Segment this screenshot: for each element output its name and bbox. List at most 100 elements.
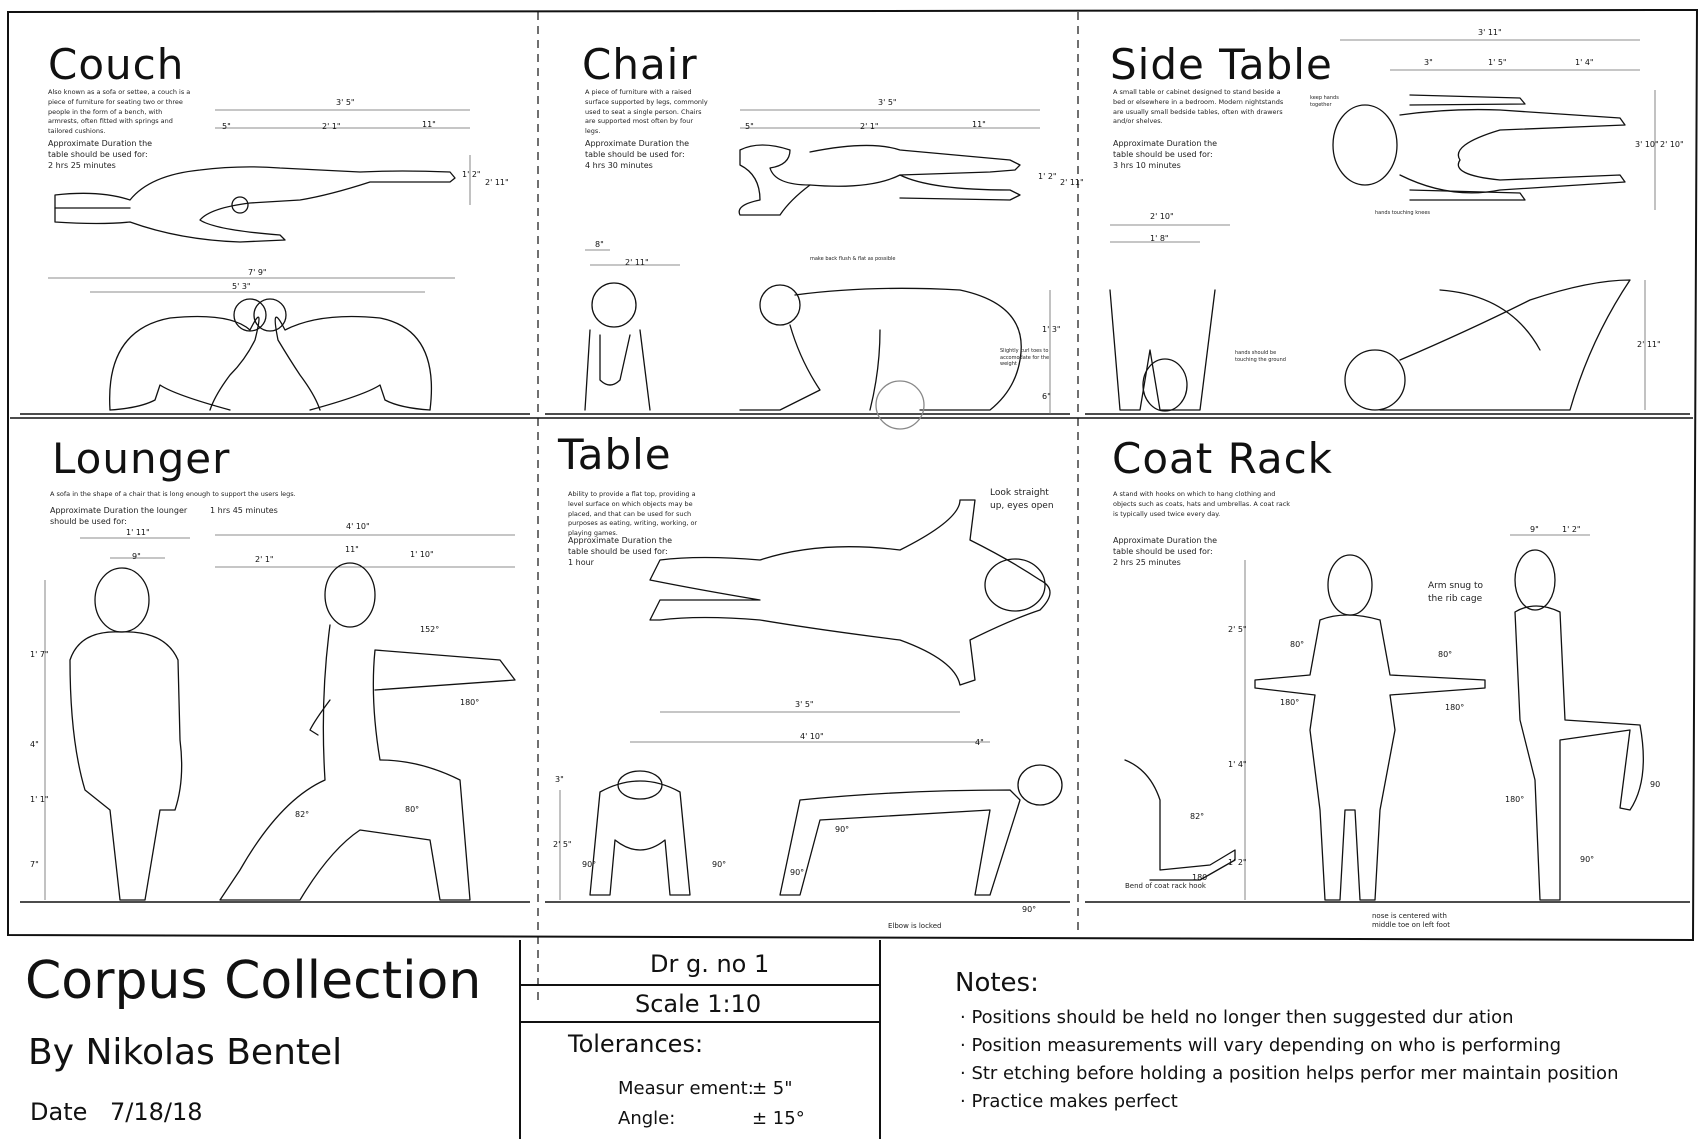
measurement-tolerance: ± 5" xyxy=(752,1078,793,1099)
angle-label: 180° xyxy=(1445,703,1465,712)
panel-title-lounger: Lounger xyxy=(52,434,231,483)
dim-label: 9" xyxy=(1530,525,1539,534)
tolerances-label: Tolerances: xyxy=(568,1030,704,1058)
dim-label: 3" xyxy=(1424,58,1433,67)
dim-label: 1' 10" xyxy=(410,550,434,559)
side-table-note: hands should be touching the ground xyxy=(1235,350,1286,363)
sheet-frame xyxy=(7,8,1699,942)
angle-label: 180° xyxy=(1280,698,1300,707)
dim-label: 2' 5" xyxy=(1228,625,1247,634)
duration-value-side-table: 3 hrs 10 minutes xyxy=(1113,161,1181,170)
chair-note: Slightly curl toes to accomodate for the… xyxy=(1000,348,1050,367)
dim-label: 1' 4" xyxy=(1575,58,1594,67)
duration-value-couch: 2 hrs 25 minutes xyxy=(48,161,116,170)
callout-coat-rack: Arm snug to the rib cage xyxy=(1428,581,1484,604)
angle-label: 90° xyxy=(1022,905,1037,914)
note-item: · Position measurements will vary depend… xyxy=(960,1035,1562,1056)
note-item: · Str etching before holding a position … xyxy=(960,1063,1619,1084)
dim-label: 2' 10" xyxy=(1660,140,1684,149)
lounger-figures xyxy=(69,562,516,901)
dim-label: 1' 4" xyxy=(1228,760,1247,769)
angle-label: 80° xyxy=(1290,640,1305,649)
duration-label-coat-rack: Approximate Duration the table should be… xyxy=(1113,536,1218,557)
angle-label: 80° xyxy=(1438,650,1453,659)
callout-table: Look straight up, eyes open xyxy=(990,488,1054,511)
dim-label: 2' 11" xyxy=(625,258,649,267)
dim-label: 3' 5" xyxy=(336,98,355,107)
angle-label: 180 xyxy=(1192,873,1208,882)
couch-plan-figure xyxy=(54,166,456,243)
dim-label: 2' 11" xyxy=(1637,340,1661,349)
angle-label: 80° xyxy=(405,805,420,814)
chair-elevation-figure xyxy=(584,282,1022,430)
dim-label: 7' 9" xyxy=(248,268,267,277)
angle-label: 90° xyxy=(835,825,850,834)
side-table-note: keep hands together xyxy=(1310,95,1339,108)
angle-label: 90° xyxy=(1580,855,1595,864)
panel-desc-lounger: A sofa in the shape of a chair that is l… xyxy=(50,490,296,498)
dim-label: 2' 11" xyxy=(1060,178,1084,187)
dim-label: 11" xyxy=(422,120,436,129)
note-item: · Practice makes perfect xyxy=(960,1091,1178,1112)
side-table-plan-figure xyxy=(1332,94,1626,201)
panel-title-couch: Couch xyxy=(48,40,185,89)
dim-label: 5" xyxy=(745,122,754,131)
dim-label: 2' 11" xyxy=(485,178,509,187)
side-table-elevation-figure xyxy=(1109,279,1631,412)
side-table-note: hands touching knees xyxy=(1375,210,1431,216)
panel-title-coat-rack: Coat Rack xyxy=(1112,434,1333,483)
dim-label: 1' 2" xyxy=(1228,858,1247,867)
chair-plan-figure xyxy=(738,144,1021,216)
dim-label: 2' 1" xyxy=(322,122,341,131)
angle-label: 90° xyxy=(790,868,805,877)
dim-label: 3' 11" xyxy=(1478,28,1502,37)
note-item: · Positions should be held no longer the… xyxy=(960,1007,1514,1028)
dim-label: 11" xyxy=(972,120,986,129)
angle-tolerance: ± 15° xyxy=(752,1108,805,1129)
couch-elevation-figure xyxy=(109,298,433,411)
dim-label: 5" xyxy=(222,122,231,131)
table-elevation-figure xyxy=(589,764,1063,896)
dim-label: 2' 1" xyxy=(255,555,274,564)
title-block-title: Corpus Collection xyxy=(25,951,482,1011)
panel-title-table: Table xyxy=(558,430,672,479)
panel-desc-coat-rack: A stand with hooks on which to hang clot… xyxy=(1113,490,1291,518)
duration-value-coat-rack: 2 hrs 25 minutes xyxy=(1113,558,1181,567)
title-block-date-value: 7/18/18 xyxy=(110,1098,203,1126)
dim-label: 7" xyxy=(30,860,39,869)
notes-heading: Notes: xyxy=(955,968,1039,998)
panel-title-chair: Chair xyxy=(582,40,698,89)
dim-label: 6" xyxy=(1042,392,1051,401)
dim-label: 5' 3" xyxy=(232,282,251,291)
chair-note: make back flush & flat as possible xyxy=(810,256,896,262)
dim-label: 1' 2" xyxy=(1562,525,1581,534)
dim-label: 1' 2" xyxy=(462,170,481,179)
dim-label: 4' 10" xyxy=(800,732,824,741)
dim-label: 4" xyxy=(975,738,984,747)
duration-label-side-table: Approximate Duration the table should be… xyxy=(1113,139,1218,160)
dim-label: 1' 1" xyxy=(30,795,49,804)
duration-label-table: Approximate Duration the table should be… xyxy=(568,536,673,557)
dim-label: 3" xyxy=(555,775,564,784)
panel-desc-couch: Also known as a sofa or settee, a couch … xyxy=(48,88,191,135)
dim-label: 1' 5" xyxy=(1488,58,1507,67)
dim-label: 2' 10" xyxy=(1150,212,1174,221)
angle-label: 180° xyxy=(1505,795,1525,804)
coat-rack-figures xyxy=(1124,549,1644,901)
title-block-author: By Nikolas Bentel xyxy=(28,1032,343,1073)
dim-label: 3' 10" xyxy=(1635,140,1659,149)
dim-label: 4' 10" xyxy=(346,522,370,531)
angle-label: 82° xyxy=(295,810,310,819)
angle-label: 90° xyxy=(712,860,727,869)
duration-value-table: 1 hour xyxy=(568,558,594,567)
dim-label: 1' 7" xyxy=(30,650,49,659)
duration-value-chair: 4 hrs 30 minutes xyxy=(585,161,653,170)
angle-label: Angle: xyxy=(618,1108,676,1129)
coat-rack-note: Bend of coat rack hook xyxy=(1125,882,1206,890)
panel-desc-table: Ability to provide a flat top, providing… xyxy=(568,490,698,537)
angle-label: 180° xyxy=(460,698,480,707)
dim-label: 9" xyxy=(132,552,141,561)
duration-value-lounger: 1 hrs 45 minutes xyxy=(210,506,278,515)
dim-label: 11" xyxy=(345,545,359,554)
